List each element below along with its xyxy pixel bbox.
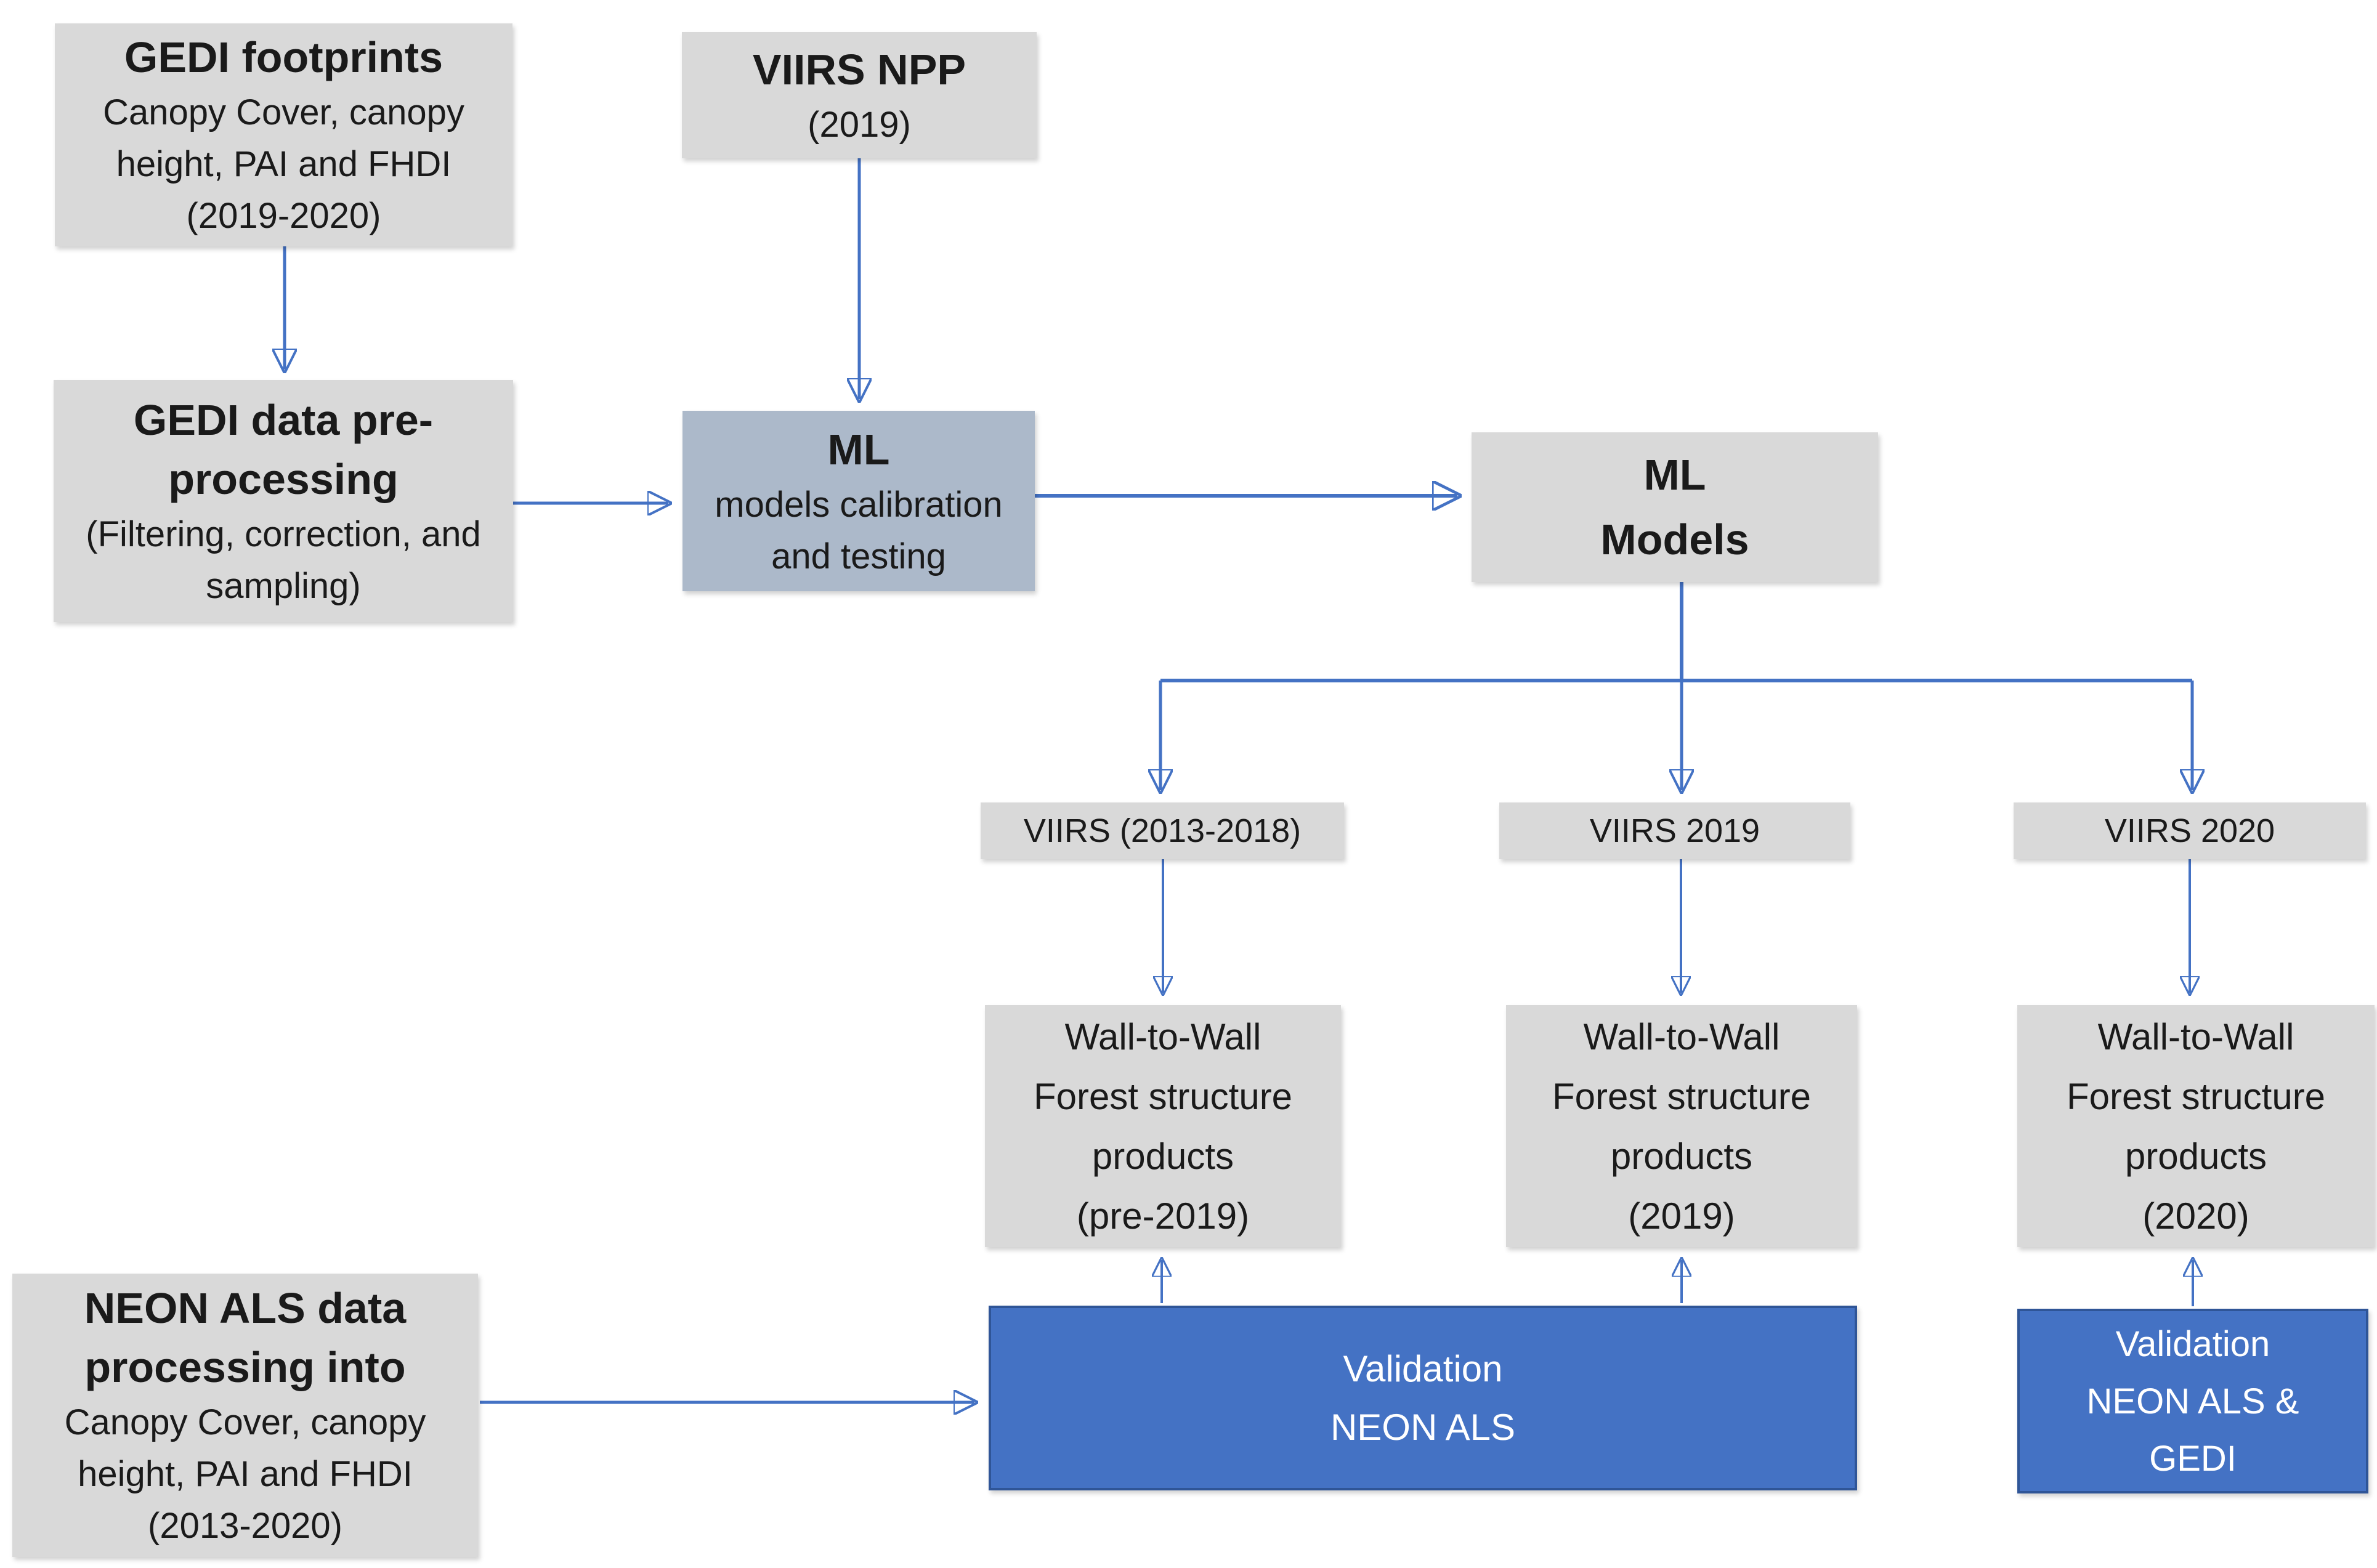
node-wall-to-wall-2019: Wall-to-Wall Forest structure products (…: [1506, 1005, 1857, 1247]
node-viirs-2019: VIIRS 2019: [1499, 802, 1850, 859]
node-title: NEON ALS data: [84, 1284, 407, 1332]
node-title: GEDI footprints: [124, 33, 443, 81]
node-body-line: height, PAI and FHDI: [78, 1454, 413, 1494]
node-body-line: Forest structure: [1033, 1075, 1293, 1117]
node-body-line: Forest structure: [2066, 1075, 2326, 1117]
node-body-line: (2019): [1628, 1195, 1735, 1237]
node-body-line: Canopy Cover, canopy: [64, 1402, 426, 1442]
node-body-line: (2019-2020): [186, 196, 381, 236]
node-body-line: height, PAI and FHDI: [116, 144, 452, 184]
node-body-line: (2013-2020): [148, 1506, 342, 1546]
node-body-line: Canopy Cover, canopy: [103, 92, 464, 132]
node-body-line: Forest structure: [1552, 1075, 1812, 1117]
node-validation-neon-als-gedi: Validation NEON ALS & GEDI: [2017, 1309, 2368, 1493]
node-viirs-2013-2018: VIIRS (2013-2018): [981, 802, 1344, 859]
node-title: processing into: [84, 1343, 406, 1391]
node-body-line: models calibration: [715, 484, 1003, 525]
node-label: VIIRS 2020: [2104, 812, 2275, 849]
node-ml-calibration: ML models calibration and testing: [682, 411, 1035, 591]
node-title: processing: [168, 455, 399, 503]
node-viirs-2020: VIIRS 2020: [2014, 802, 2366, 859]
node-gedi-footprints: GEDI footprints Canopy Cover, canopy hei…: [55, 23, 512, 246]
node-label: VIIRS 2019: [1589, 812, 1760, 849]
node-title: VIIRS NPP: [752, 45, 966, 94]
node-body-line: Wall-to-Wall: [2097, 1016, 2294, 1057]
node-body-line: Validation: [2115, 1324, 2270, 1364]
node-body-line: (Filtering, correction, and: [86, 514, 481, 554]
node-body-line: NEON ALS &: [2086, 1381, 2299, 1421]
node-body-line: products: [2124, 1135, 2267, 1177]
node-gedi-preprocessing: GEDI data pre- processing (Filtering, co…: [54, 380, 513, 622]
node-wall-to-wall-2020: Wall-to-Wall Forest structure products (…: [2017, 1005, 2375, 1247]
node-title: ML: [827, 425, 890, 474]
node-body-line: products: [1091, 1135, 1234, 1177]
node-body-line: (2019): [808, 104, 911, 145]
node-title: GEDI data pre-: [133, 395, 434, 444]
node-body-line: products: [1610, 1135, 1753, 1177]
line-ml-models-branch: [1160, 582, 2192, 682]
node-body-line: Wall-to-Wall: [1583, 1016, 1780, 1057]
node-title: Models: [1600, 515, 1749, 564]
node-validation-neon-als: Validation NEON ALS: [989, 1306, 1857, 1490]
node-label: VIIRS (2013-2018): [1023, 812, 1302, 849]
node-body-line: sampling): [206, 565, 361, 606]
node-neon-als-processing: NEON ALS data processing into Canopy Cov…: [12, 1274, 478, 1557]
node-ml-models: ML Models: [1472, 432, 1878, 582]
node-body-line: NEON ALS: [1330, 1407, 1516, 1448]
node-body-line: (2020): [2142, 1195, 2249, 1237]
node-body-line: Wall-to-Wall: [1064, 1016, 1261, 1057]
node-body-line: (pre-2019): [1076, 1195, 1250, 1237]
node-body-line: Validation: [1343, 1348, 1503, 1389]
node-title: ML: [1643, 450, 1706, 499]
node-viirs-npp: VIIRS NPP (2019): [682, 32, 1037, 158]
node-wall-to-wall-pre2019: Wall-to-Wall Forest structure products (…: [985, 1005, 1341, 1247]
node-body-line: GEDI: [2149, 1438, 2237, 1479]
node-body-line: and testing: [771, 536, 946, 576]
